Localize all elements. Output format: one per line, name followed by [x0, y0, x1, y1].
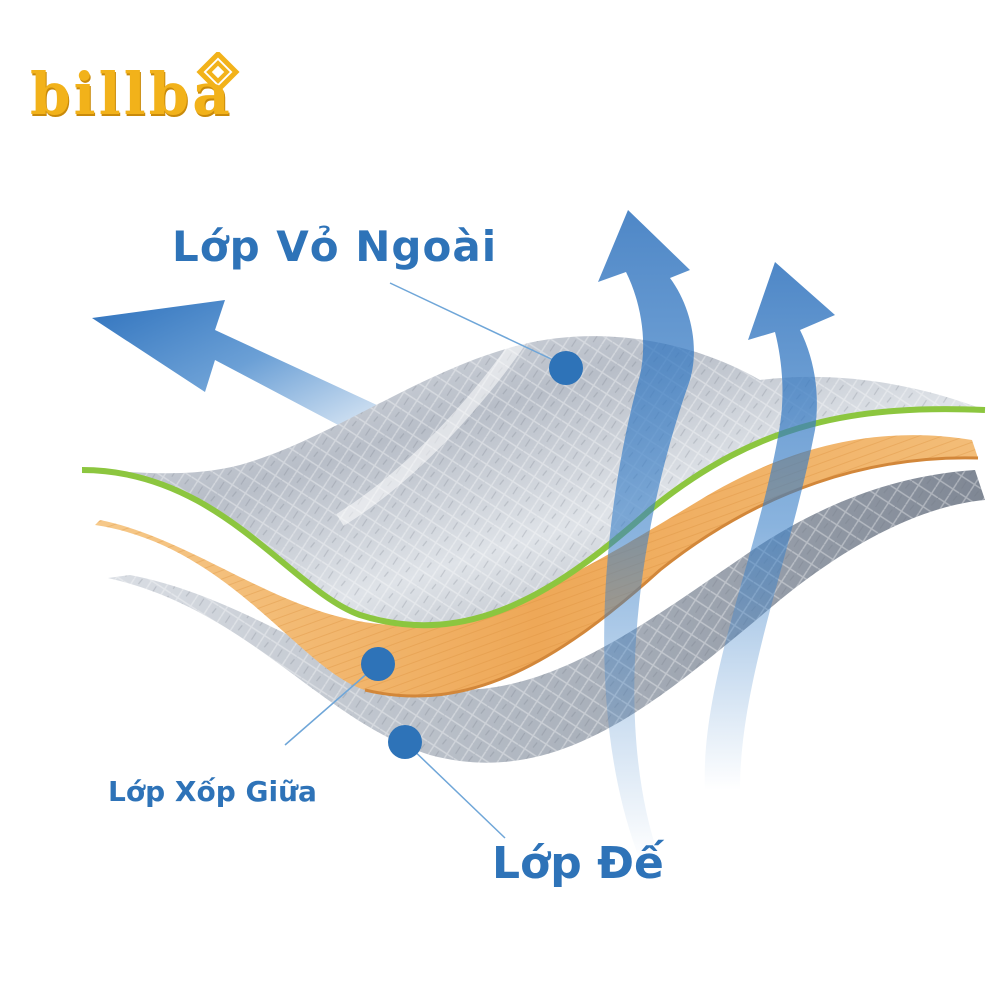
diamond-logo-icon [196, 52, 240, 92]
arrow-up-left-icon [92, 300, 405, 455]
logo-text: billba [30, 60, 233, 128]
arrow-up-right-curved-icon [704, 262, 835, 790]
air-streak [336, 291, 555, 526]
leader-line-outer [389, 282, 567, 367]
outer-layer-label: Lớp Vỏ Ngoài [172, 222, 498, 271]
arrow-up-curved-icon [598, 210, 694, 860]
base-layer-label: Lớp Đế [492, 838, 664, 889]
middle-layer-label: Lớp Xốp Giữa [108, 775, 317, 808]
middle-layer-sheet [95, 435, 979, 698]
billba-logo: billba [30, 52, 250, 132]
marker-dot-base [388, 725, 422, 759]
marker-dot-outer [549, 351, 583, 385]
marker-dot-middle [361, 647, 395, 681]
leader-line-base [404, 741, 506, 839]
outer-layer-sheet [81, 336, 986, 629]
leader-line-middle [284, 663, 379, 746]
